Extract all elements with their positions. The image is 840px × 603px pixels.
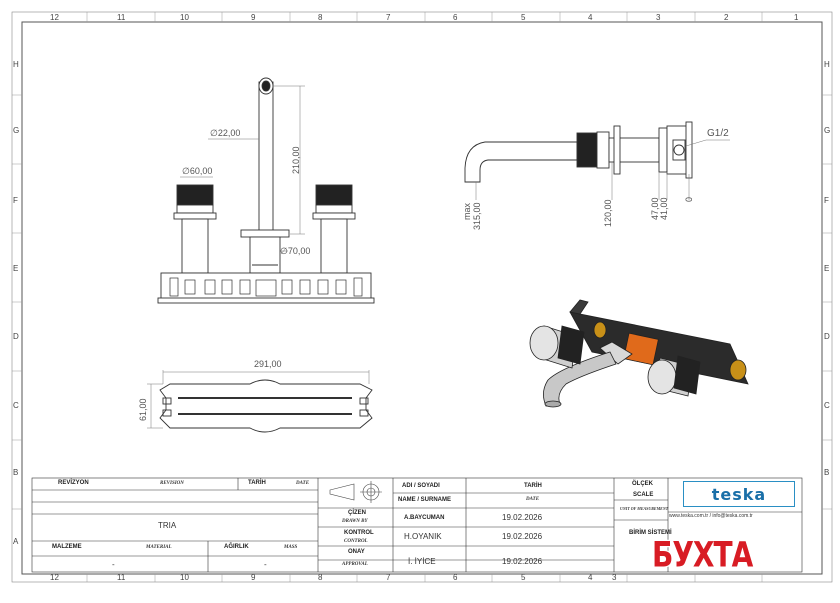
zone-col-9-bottom: 9 — [251, 573, 256, 582]
isometric-view — [529, 299, 749, 408]
zone-row-b: B — [13, 468, 19, 477]
tb-material-value: - — [112, 560, 115, 569]
inner-border — [21, 21, 823, 575]
dim-side-120: 120,00 — [603, 199, 613, 227]
zone-col-8: 8 — [318, 13, 323, 22]
zone-col-10-bottom: 10 — [180, 573, 189, 582]
tb-drawn-name: A.BAYCUMAN — [404, 515, 445, 521]
dim-thread: G1/2 — [707, 128, 729, 139]
zone-col-4: 4 — [588, 13, 593, 22]
tb-revision-tr: REVİZYON — [58, 480, 89, 486]
zone-col-8-bottom: 8 — [318, 573, 323, 582]
dim-side-max-value: 315,00 — [472, 202, 482, 230]
tb-drawn-date: 19.02.2026 — [502, 513, 543, 522]
zone-col-4-bottom: 4 — [588, 573, 593, 582]
zone-col-2: 2 — [724, 13, 729, 22]
zone-row-a: A — [13, 537, 19, 546]
zone-col-3: 3 — [656, 13, 661, 22]
tb-weight-tr: AĞIRLIK — [224, 544, 249, 550]
tb-approval-en: APPROVAL — [342, 562, 368, 567]
title-block — [31, 477, 803, 573]
teska-logo-text: teska — [711, 484, 767, 504]
outer-border — [11, 11, 833, 583]
tb-date2-en: DATE — [526, 497, 540, 502]
zone-row-d-right: D — [824, 332, 830, 341]
zone-col-6-bottom: 6 — [453, 573, 458, 582]
tb-control-en: CONTROL — [344, 539, 368, 544]
zone-col-11-bottom: 11 — [117, 573, 126, 582]
zone-row-c: C — [13, 401, 19, 410]
zone-col-11: 11 — [117, 13, 126, 22]
tb-unit-tr: BİRİM SİSTEMİ — [629, 530, 672, 536]
dim-spout-diameter: ∅22,00 — [210, 128, 241, 138]
tb-date2-tr: TARİH — [524, 483, 542, 489]
buhta-watermark: БУХТА — [651, 533, 754, 577]
zone-col-9: 9 — [251, 13, 256, 22]
zone-col-1: 1 — [794, 13, 799, 22]
zone-col-6: 6 — [453, 13, 458, 22]
zone-row-c-right: C — [824, 401, 830, 410]
tb-name-tr: ADI / SOYADI — [402, 483, 440, 489]
tb-date-tr: TARİH — [248, 480, 266, 486]
tb-revision-en: REVISION — [160, 481, 184, 486]
dim-side-max-label: max — [462, 202, 472, 220]
front-view — [157, 77, 375, 304]
zone-col-10: 10 — [180, 13, 189, 22]
zone-row-e-right: E — [824, 264, 830, 273]
zone-col-3-bottom: 3 — [612, 573, 617, 582]
zone-row-f: F — [13, 196, 18, 205]
zone-col-5: 5 — [521, 13, 526, 22]
zone-col-5-bottom: 5 — [521, 573, 526, 582]
tb-scale-tr: ÖLÇEK — [632, 481, 653, 487]
dim-side-41: 41,00 — [659, 197, 669, 220]
dim-top-width: 291,00 — [254, 359, 282, 369]
side-view — [464, 121, 730, 200]
tb-product-name: TRIA — [158, 521, 177, 530]
tb-unit-en: UNIT OF MEASUREMENT — [620, 506, 669, 511]
tb-name-en: NAME / SURNAME — [398, 497, 452, 503]
zone-row-g: G — [13, 126, 20, 135]
zone-row-h: H — [13, 60, 19, 69]
zone-ticks — [12, 12, 832, 582]
zone-row-b-right: B — [824, 468, 830, 477]
zone-row-g-right: G — [824, 126, 831, 135]
tb-control-date: 19.02.2026 — [502, 532, 543, 541]
tb-control-tr: KONTROL — [344, 530, 374, 536]
zone-col-12: 12 — [50, 13, 59, 22]
tb-website: www.teska.com.tr / info@teska.com.tr — [669, 513, 753, 519]
zone-col-12-bottom: 12 — [50, 573, 59, 582]
tb-control-name: H.OYANIK — [404, 532, 442, 541]
dim-side-0: 0 — [684, 196, 694, 202]
tb-approval-name: İ. İYİCE — [408, 557, 436, 566]
tb-approval-date: 19.02.2026 — [502, 557, 543, 566]
tb-date-en: DATE — [296, 481, 310, 486]
tb-scale-en: SCALE — [633, 492, 654, 498]
teska-logo: teska — [683, 481, 795, 507]
top-view — [147, 370, 373, 433]
tb-drawn-tr: ÇİZEN — [348, 510, 366, 516]
zone-row-e: E — [13, 264, 19, 273]
dim-base-diameter: ∅70,00 — [280, 246, 311, 256]
dim-handle-diameter: ∅60,00 — [182, 166, 213, 176]
tb-material-en: MATERIAL — [146, 545, 172, 550]
zone-col-7: 7 — [386, 13, 391, 22]
dim-top-depth: 61,00 — [138, 398, 148, 421]
tb-weight-en: MASS — [284, 545, 298, 550]
zone-row-f-right: F — [824, 196, 829, 205]
zone-row-h-right: H — [824, 60, 830, 69]
tb-approval-tr: ONAY — [348, 549, 365, 555]
tb-drawn-en: DRAWN BY — [342, 519, 368, 524]
tb-weight-value: - — [264, 560, 267, 569]
zone-col-7-bottom: 7 — [386, 573, 391, 582]
dim-front-height: 210,00 — [291, 146, 301, 174]
zone-row-d: D — [13, 332, 19, 341]
tb-material-tr: MALZEME — [52, 544, 82, 550]
